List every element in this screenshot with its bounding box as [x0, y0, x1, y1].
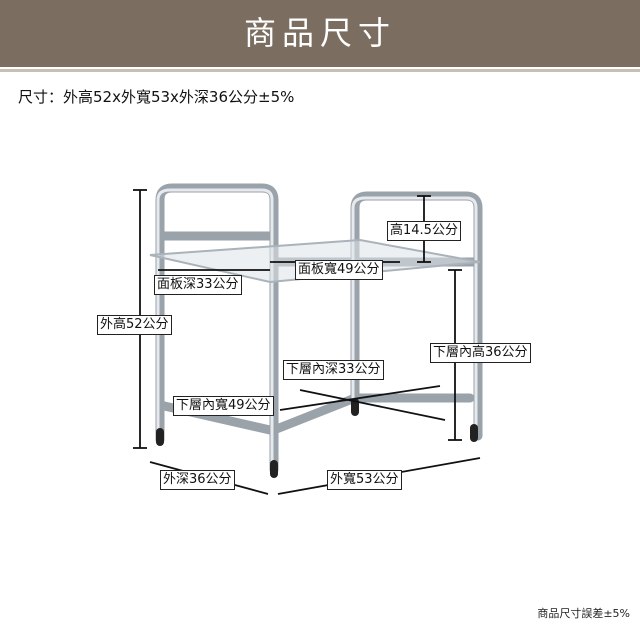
- lower-inner-height-label: 下層內高36公分: [430, 343, 531, 363]
- rail-height-label: 高14.5公分: [387, 221, 461, 241]
- tolerance-note: 商品尺寸誤差±5%: [537, 607, 630, 620]
- page-title: 商品尺寸: [243, 14, 396, 52]
- size-spec-text: 尺寸：外高52x外寬53x外深36公分±5%: [18, 88, 295, 106]
- header-divider: [0, 69, 640, 72]
- lower-inner-width-label: 下層內寬49公分: [173, 396, 274, 416]
- lower-inner-depth-label: 下層內深33公分: [283, 360, 384, 380]
- outer-width-label: 外寬53公分: [327, 470, 402, 490]
- panel-depth-label: 面板深33公分: [154, 275, 242, 295]
- outer-depth-label: 外深36公分: [160, 470, 235, 490]
- panel-width-label: 面板寬49公分: [295, 260, 383, 280]
- outer-height-label: 外高52公分: [97, 315, 172, 335]
- header-bar: [0, 0, 640, 67]
